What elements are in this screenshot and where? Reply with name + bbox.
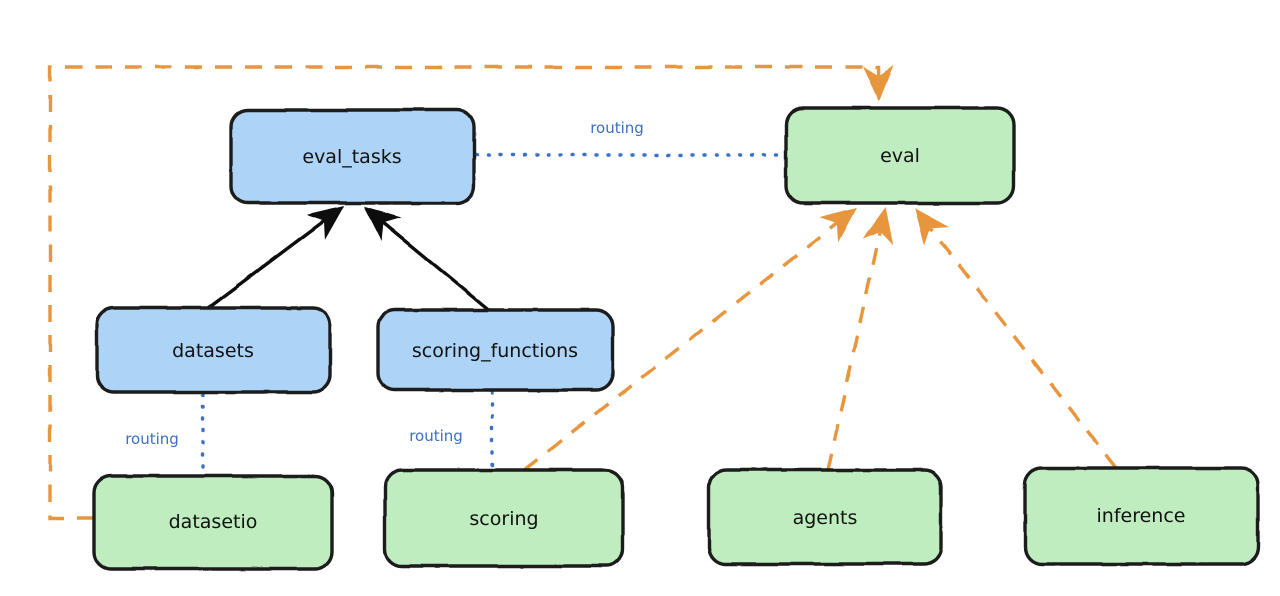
node-agents-shape[interactable] [707, 468, 943, 566]
edge-inference-eval [914, 207, 1118, 470]
node-label-eval: eval [880, 145, 920, 167]
edge-datasetio-eval [48, 64, 894, 520]
node-scoring-shape[interactable] [383, 468, 625, 568]
node-label-datasets: datasets [172, 340, 254, 362]
node-agents[interactable] [707, 468, 943, 566]
node-datasetio[interactable] [92, 474, 334, 571]
edge-label-routing-eval_tasks-eval: routing [590, 119, 644, 137]
node-eval[interactable] [784, 106, 1016, 205]
node-scoring[interactable] [383, 468, 625, 568]
node-scoring_functions-shape[interactable] [376, 308, 615, 392]
node-label-agents: agents [793, 507, 858, 529]
node-label-datasetio: datasetio [169, 511, 258, 533]
node-label-scoring: scoring [469, 508, 538, 530]
node-label-scoring_functions: scoring_functions [412, 340, 578, 362]
node-datasetio-shape[interactable] [92, 474, 334, 571]
node-inference-shape[interactable] [1023, 466, 1260, 566]
node-label-inference: inference [1097, 505, 1186, 527]
node-eval_tasks[interactable] [229, 108, 476, 205]
node-scoring_functions[interactable] [376, 308, 615, 392]
edge-scoring-eval [522, 207, 858, 472]
node-eval_tasks-shape[interactable] [229, 108, 476, 205]
edge-datasets-eval_tasks [206, 205, 345, 310]
edge-agents-eval [826, 207, 893, 471]
node-datasets[interactable] [95, 306, 332, 394]
node-eval-shape[interactable] [784, 106, 1016, 205]
edge-label-routing-datasets-datasetio: routing [125, 430, 179, 448]
edge-label-routing-scoring_functions-scoring: routing [409, 427, 463, 445]
node-inference[interactable] [1023, 466, 1260, 566]
node-label-eval_tasks: eval_tasks [302, 146, 401, 168]
edge-scoring_functions-eval_tasks [364, 206, 491, 312]
node-datasets-shape[interactable] [95, 306, 332, 394]
